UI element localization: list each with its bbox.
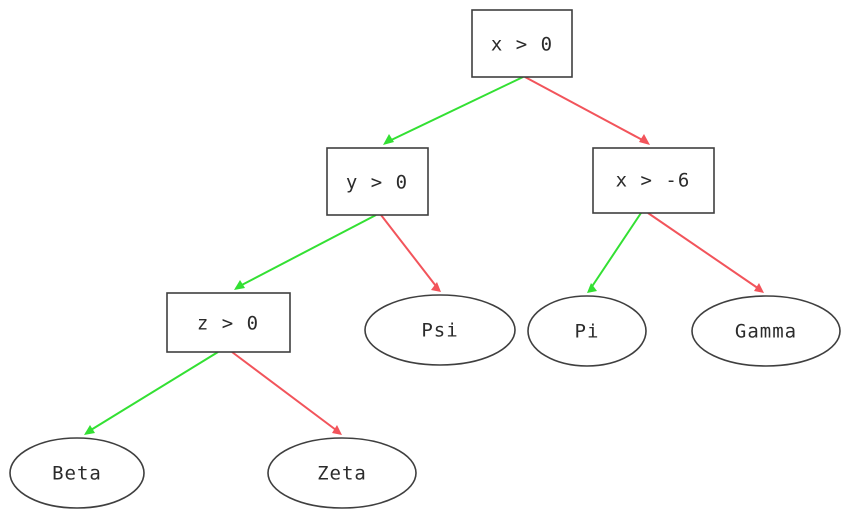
node-rect bbox=[471, 9, 573, 78]
edge-y-to-psi-false[interactable] bbox=[380, 214, 441, 292]
edge-line bbox=[524, 76, 649, 144]
node-ellipse bbox=[527, 295, 647, 367]
edge-line bbox=[380, 214, 440, 291]
node-group: x > 0 y > 0 x > -6 z > 0 Psi Pi bbox=[9, 9, 841, 509]
node-x6-condition[interactable]: x > -6 bbox=[592, 147, 715, 214]
node-z-condition[interactable]: z > 0 bbox=[166, 292, 291, 353]
node-label: y > 0 bbox=[346, 172, 408, 194]
arrowhead-icon bbox=[587, 283, 597, 293]
node-rect bbox=[326, 147, 429, 216]
edge-z-to-beta-true[interactable] bbox=[84, 351, 219, 435]
node-leaf-zeta[interactable]: Zeta bbox=[267, 437, 417, 509]
node-label: Zeta bbox=[317, 463, 367, 485]
arrowhead-icon bbox=[84, 425, 95, 435]
edge-line bbox=[384, 76, 524, 144]
arrowhead-icon bbox=[639, 134, 650, 145]
node-ellipse bbox=[691, 295, 841, 367]
node-label: Beta bbox=[52, 463, 102, 485]
node-label: z > 0 bbox=[197, 313, 259, 335]
node-label: x > -6 bbox=[616, 170, 691, 192]
node-rect bbox=[166, 292, 291, 353]
node-leaf-pi[interactable]: Pi bbox=[527, 295, 647, 367]
edge-line bbox=[231, 351, 341, 434]
node-label: x > 0 bbox=[491, 34, 553, 56]
edge-line bbox=[588, 212, 642, 292]
node-ellipse bbox=[9, 437, 145, 509]
edge-line bbox=[235, 214, 377, 289]
edge-x6-to-pi-true[interactable] bbox=[587, 212, 642, 293]
edge-y-to-z-true[interactable] bbox=[234, 214, 377, 290]
arrowhead-icon bbox=[332, 425, 342, 435]
node-y-condition[interactable]: y > 0 bbox=[326, 147, 429, 216]
arrowhead-icon bbox=[754, 283, 764, 293]
edge-line bbox=[85, 351, 219, 434]
node-leaf-beta[interactable]: Beta bbox=[9, 437, 145, 509]
edge-line bbox=[647, 212, 763, 292]
node-label: Pi bbox=[575, 321, 600, 343]
node-ellipse bbox=[267, 437, 417, 509]
node-rect bbox=[592, 147, 715, 214]
node-root-condition[interactable]: x > 0 bbox=[471, 9, 573, 78]
arrowhead-icon bbox=[431, 282, 441, 292]
node-ellipse bbox=[364, 294, 516, 366]
node-label: Psi bbox=[421, 320, 458, 342]
arrowhead-icon bbox=[383, 134, 394, 145]
node-label: Gamma bbox=[735, 321, 797, 343]
edge-root-to-x6-false[interactable] bbox=[524, 76, 650, 145]
node-leaf-gamma[interactable]: Gamma bbox=[691, 295, 841, 367]
edge-group bbox=[84, 76, 764, 435]
edge-root-to-y-true[interactable] bbox=[383, 76, 524, 145]
edge-z-to-zeta-false[interactable] bbox=[231, 351, 342, 435]
node-leaf-psi[interactable]: Psi bbox=[364, 294, 516, 366]
edge-x6-to-gamma-false[interactable] bbox=[647, 212, 764, 293]
arrowhead-icon bbox=[234, 280, 245, 290]
